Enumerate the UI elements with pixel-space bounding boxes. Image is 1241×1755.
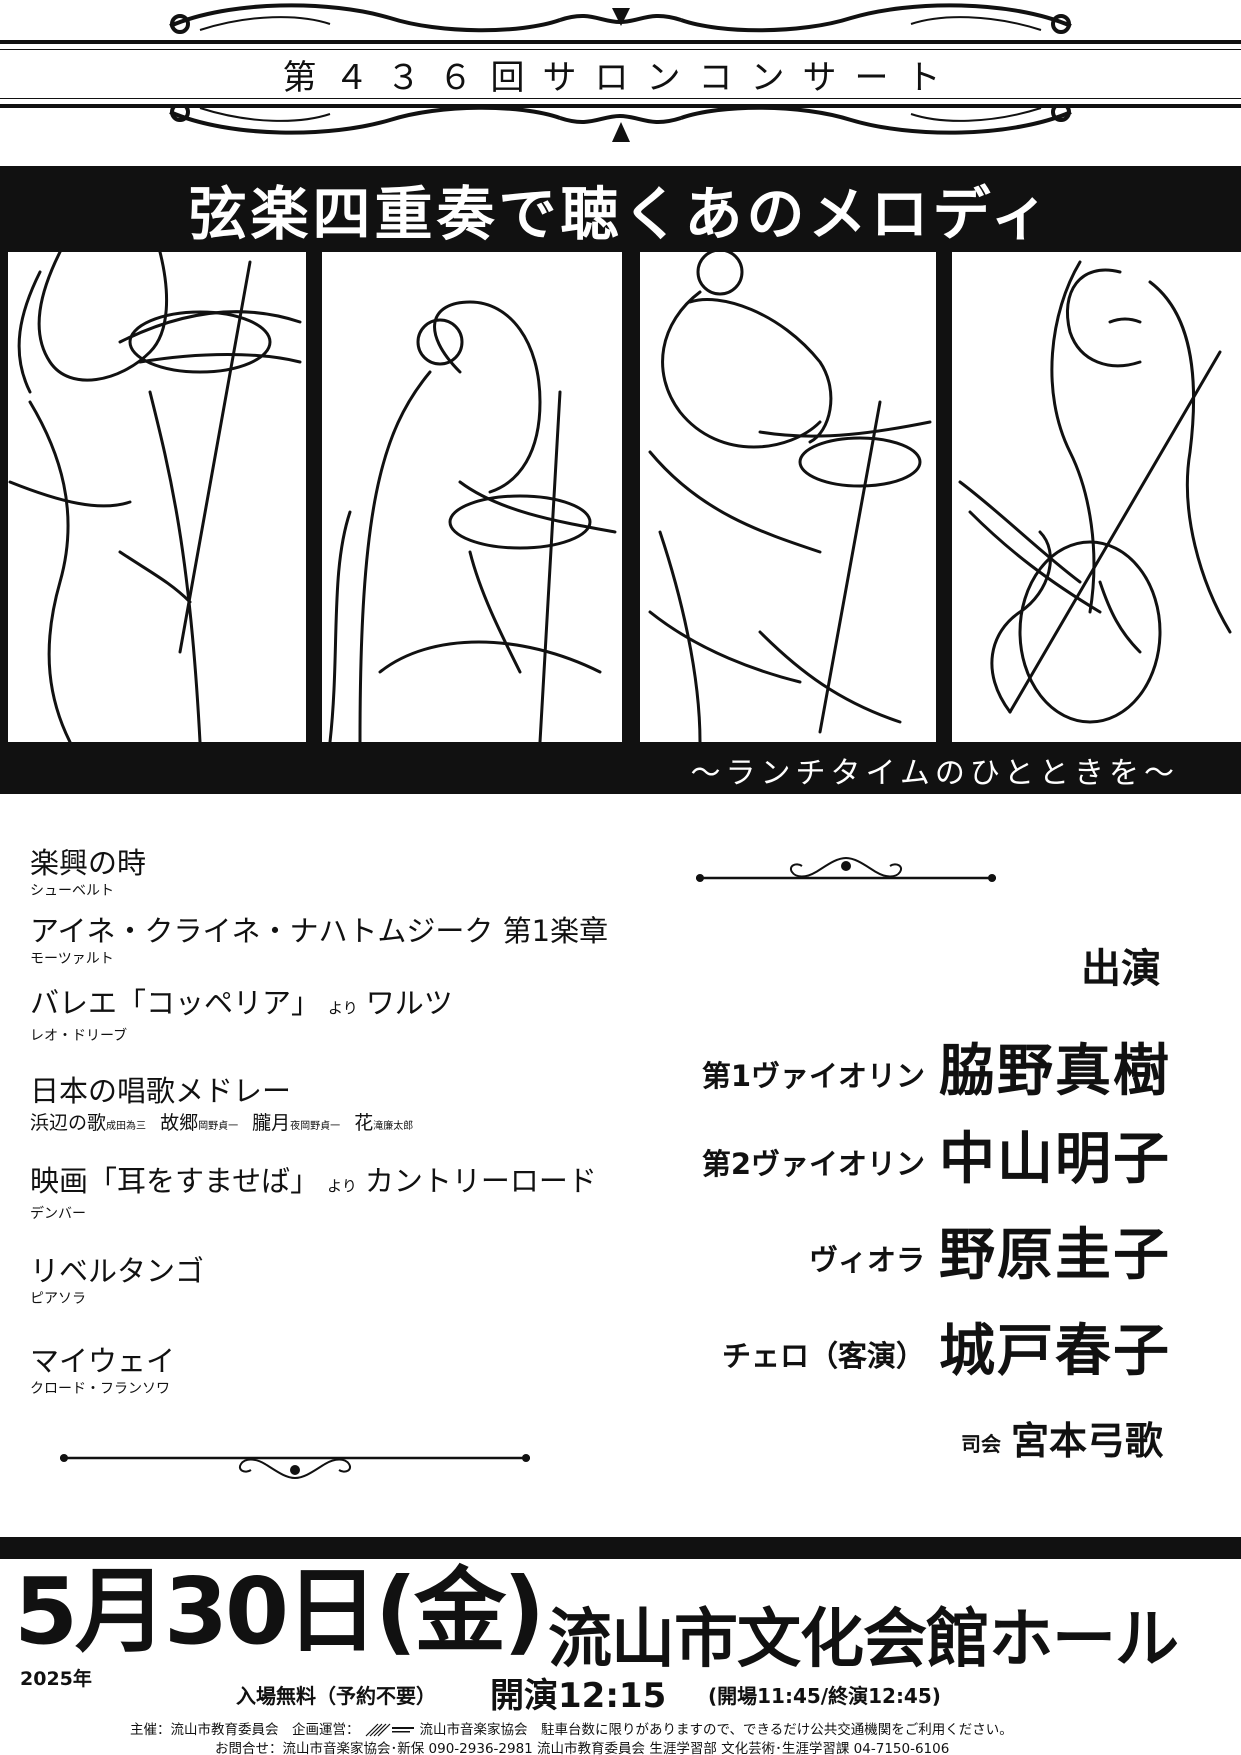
piece-title: バレエ「コッペリア」よりワルツ	[30, 986, 453, 1025]
program-item: 日本の唱歌メドレー 浜辺の歌成田為三 故郷岡野貞一 朧月夜岡野貞一 花滝廉太郎	[30, 1074, 421, 1140]
organizer-text: 主催：流山市教育委員会 企画運営：	[130, 1722, 360, 1738]
program-item: 映画「耳をすませば」よりカントリーロード デンバー	[30, 1164, 597, 1223]
event-venue: 流山市文化会館ホール	[548, 1603, 1179, 1677]
piece-title: リベルタンゴ	[30, 1254, 205, 1288]
piece-title-movement: ワルツ	[365, 986, 453, 1020]
performer-row: ヴィオラ 野原圭子	[809, 1210, 1171, 1291]
divider-flourish	[60, 1454, 530, 1479]
composer: モーツァルト	[30, 951, 114, 967]
piece-title: マイウェイ	[30, 1344, 176, 1378]
medley-song: 朧月	[252, 1112, 291, 1134]
contact-line: お問合せ：流山市音楽家協会･新保 090-2936-2981 流山市教育委員会 …	[215, 1741, 950, 1755]
series-title: 第４３６回サロンコンサート	[282, 57, 959, 98]
performer-role: チェロ（客演）	[721, 1338, 925, 1373]
piece-title: アイネ・クライネ・ナハトムジーク 第1楽章	[30, 914, 609, 948]
mc-name: 宮本弓歌	[1010, 1419, 1163, 1463]
composer: ピアソラ	[30, 1291, 86, 1307]
concert-title: 弦楽四重奏で聴くあのメロディ	[188, 180, 1053, 248]
quartet-illustration	[0, 252, 1241, 742]
medley-songs: 浜辺の歌成田為三 故郷岡野貞一 朧月夜岡野貞一 花滝廉太郎	[30, 1110, 421, 1140]
performer-role: 第1ヴァイオリン	[701, 1058, 925, 1093]
piece-title: 楽興の時	[30, 846, 147, 880]
program-item: アイネ・クライネ・ナハトムジーク 第1楽章 モーツァルト	[30, 914, 608, 968]
admission-info: 入場無料（予約不要）	[236, 1684, 436, 1708]
medley-song: 浜辺の歌	[30, 1112, 107, 1134]
subtitle-banner: 〜ランチタイムのひとときを〜	[0, 742, 1241, 794]
piece-title-suffix: より	[327, 1177, 357, 1195]
program-item: マイウェイ クロード・フランソワ	[30, 1344, 175, 1398]
medley-song: 花	[354, 1112, 374, 1134]
performer-name: 野原圭子	[939, 1223, 1171, 1288]
medley-song: 故郷	[160, 1112, 199, 1134]
open-close-times: (開場11:45/終演12:45)	[708, 1684, 941, 1708]
footer-bar	[0, 1537, 1241, 1559]
performer-role: ヴィオラ	[808, 1242, 925, 1277]
program-item: 楽興の時 シューベルト	[30, 846, 146, 900]
title-banner: 弦楽四重奏で聴くあのメロディ	[0, 166, 1241, 252]
organizer-text-2: 流山市音楽家協会 駐車台数に限りがありますので、できるだけ公共交通機関をご利用く…	[419, 1722, 1013, 1738]
piece-title-main: 映画「耳をすませば」	[30, 1164, 320, 1198]
piece-title-suffix: より	[328, 999, 358, 1017]
medley-credit: 岡野貞一	[198, 1121, 239, 1132]
performer-name: 中山明子	[939, 1127, 1171, 1192]
performer-row: 第1ヴァイオリン 脇野真樹	[702, 1026, 1171, 1107]
mc-row: 司会 宮本弓歌	[961, 1410, 1163, 1465]
piece-title: 日本の唱歌メドレー	[30, 1074, 292, 1108]
performer-name: 城戸春子	[939, 1319, 1171, 1384]
program-item: リベルタンゴ ピアソラ	[30, 1254, 204, 1308]
association-logo-icon	[365, 1723, 414, 1737]
performer-row: チェロ（客演） 城戸春子	[722, 1306, 1171, 1387]
event-year: 2025年	[20, 1668, 92, 1690]
medley-credit: 成田為三	[106, 1121, 147, 1132]
performer-role: 第2ヴァイオリン	[701, 1146, 925, 1181]
start-time: 開演12:15	[490, 1676, 667, 1716]
piece-title-main: バレエ「コッペリア」	[30, 986, 321, 1020]
performers-heading: 出演	[1081, 946, 1161, 992]
composer: レオ・ドリーブ	[30, 1028, 128, 1044]
series-banner: 第４３６回サロンコンサート	[0, 40, 1241, 108]
composer: シューベルト	[30, 883, 114, 899]
organizer-line: 主催：流山市教育委員会 企画運営： 流山市音楽家協会 駐車台数に限りがありますので…	[130, 1718, 1013, 1738]
program-item: バレエ「コッペリア」よりワルツ レオ・ドリーブ	[30, 986, 453, 1045]
medley-credit: 夜岡野貞一	[290, 1121, 341, 1132]
event-date: 5月30日(金)	[14, 1558, 545, 1665]
header-ornament	[169, 3, 1072, 142]
piece-title: 映画「耳をすませば」よりカントリーロード	[30, 1164, 597, 1203]
composer: デンバー	[30, 1206, 86, 1222]
piece-title-movement: カントリーロード	[364, 1164, 597, 1198]
performer-name: 脇野真樹	[939, 1039, 1171, 1104]
mc-role: 司会	[960, 1432, 1001, 1456]
concert-subtitle: 〜ランチタイムのひとときを〜	[690, 756, 1179, 791]
divider-flourish	[696, 857, 996, 882]
composer: クロード・フランソワ	[30, 1381, 170, 1397]
performer-row: 第2ヴァイオリン 中山明子	[702, 1114, 1171, 1195]
medley-credit: 滝廉太郎	[373, 1121, 414, 1132]
